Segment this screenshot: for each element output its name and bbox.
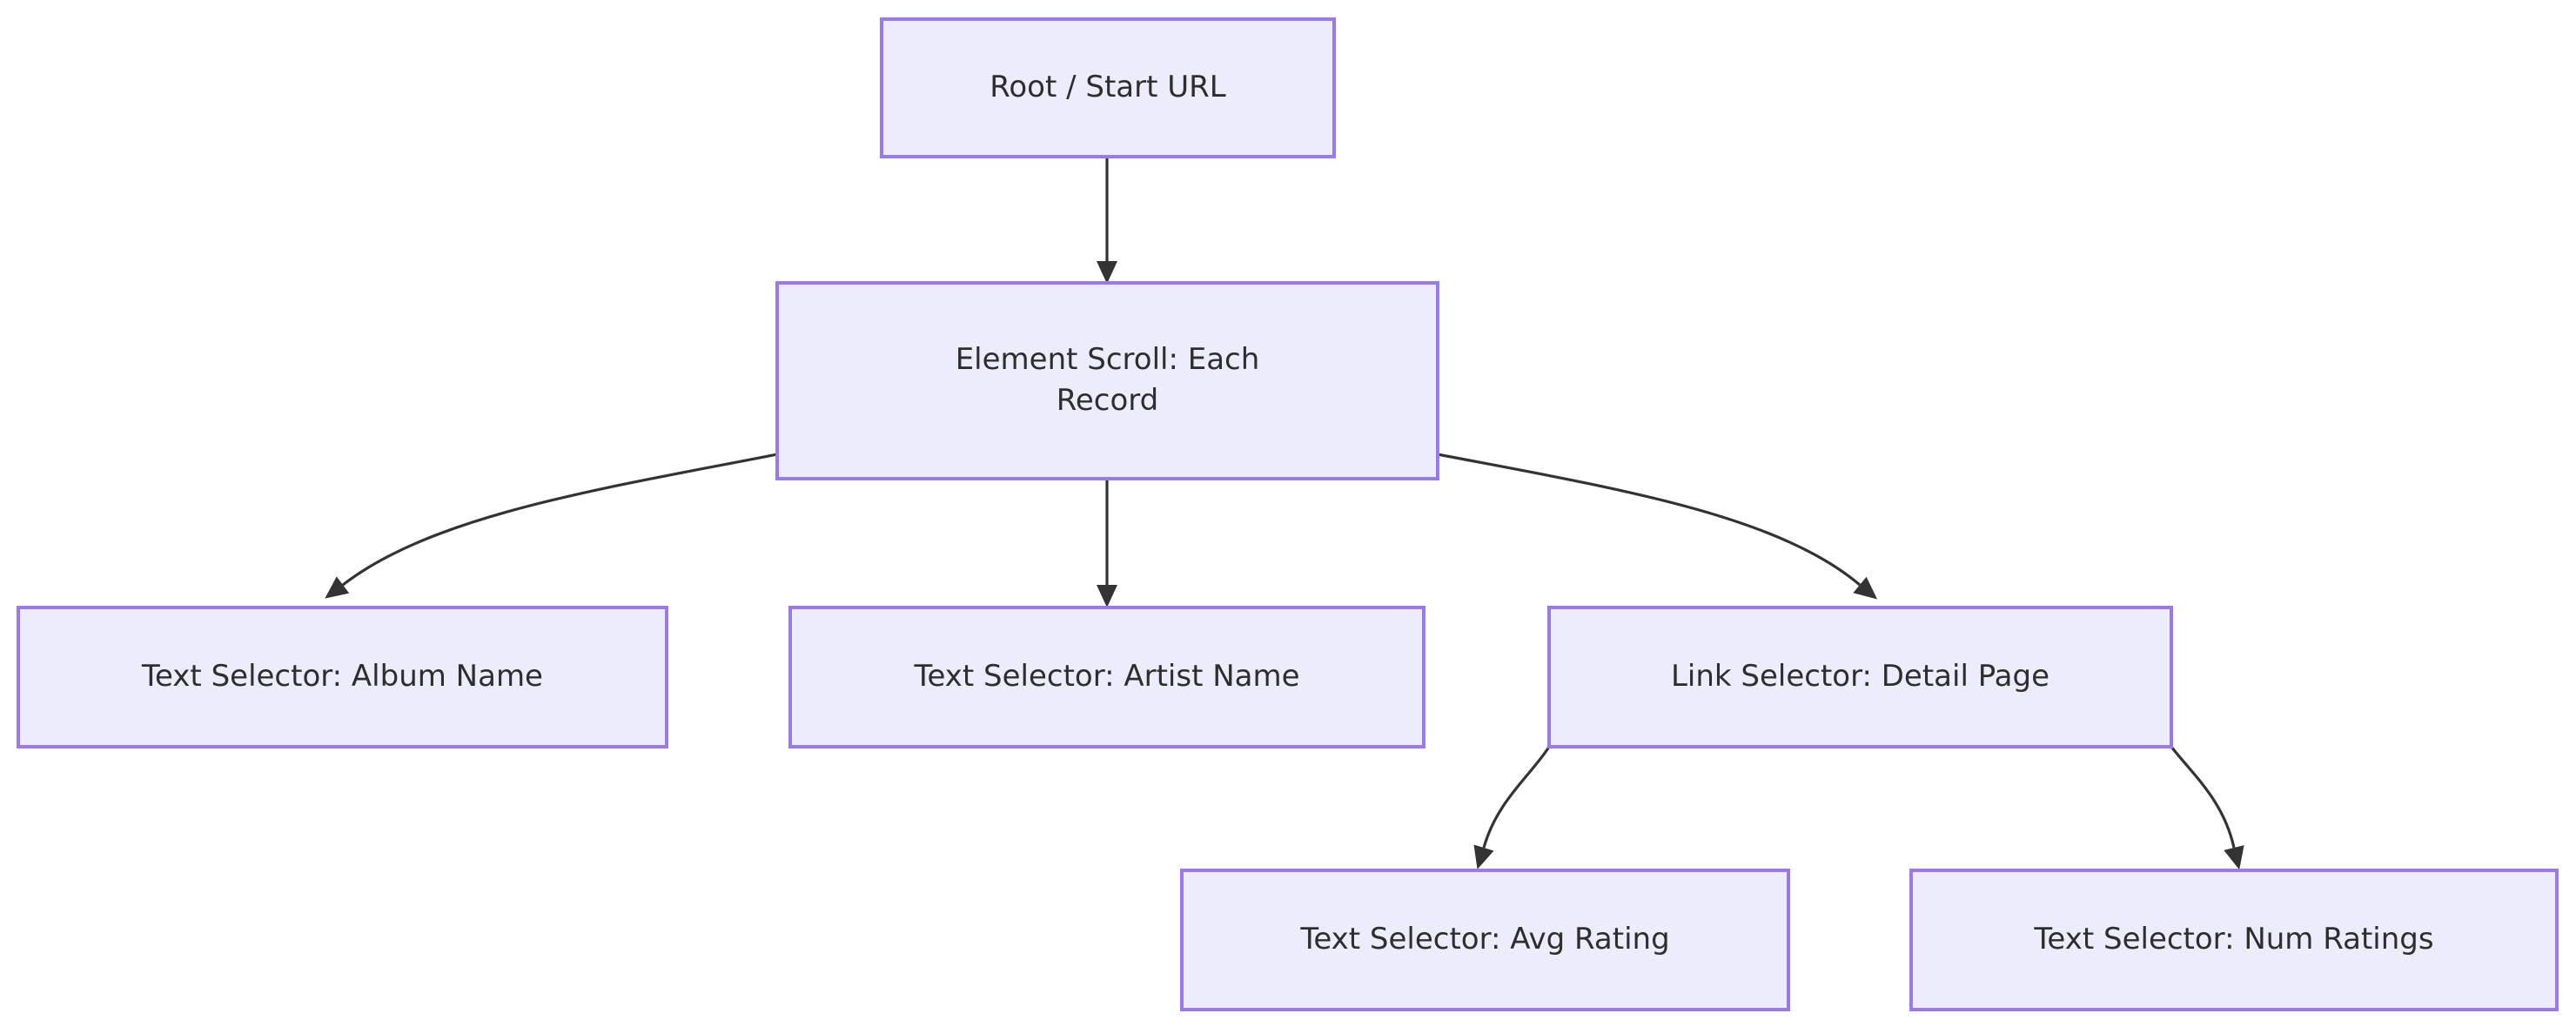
edge-scroll-detail bbox=[1437, 453, 1878, 600]
node-detail[interactable]: Link Selector: Detail Page bbox=[1547, 606, 2173, 748]
node-label-root: Root / Start URL bbox=[989, 70, 1225, 104]
edge-scroll-album bbox=[325, 453, 778, 599]
node-box-avg[interactable] bbox=[1180, 869, 1790, 1011]
edge-detail-avg bbox=[1473, 746, 1551, 869]
node-label-artist: Text Selector: Artist Name bbox=[913, 659, 1299, 694]
arrowhead-icon bbox=[2224, 845, 2244, 870]
node-box-artist[interactable] bbox=[788, 606, 1426, 748]
edge-scroll-artist bbox=[1097, 480, 1117, 607]
node-box-num[interactable] bbox=[1909, 869, 2559, 1011]
node-num[interactable]: Text Selector: Num Ratings bbox=[1909, 869, 2559, 1011]
node-label-num: Text Selector: Num Ratings bbox=[2033, 922, 2433, 957]
node-label-detail: Link Selector: Detail Page bbox=[1671, 659, 2049, 694]
arrowhead-icon bbox=[1097, 585, 1117, 607]
node-avg[interactable]: Text Selector: Avg Rating bbox=[1180, 869, 1790, 1011]
node-box-scroll[interactable] bbox=[775, 281, 1439, 480]
node-artist[interactable]: Text Selector: Artist Name bbox=[788, 606, 1426, 748]
arrowhead-icon bbox=[1853, 576, 1878, 600]
node-box-album[interactable] bbox=[17, 606, 668, 748]
arrowhead-icon bbox=[1097, 261, 1117, 284]
node-box-detail[interactable] bbox=[1547, 606, 2173, 748]
edges-layer bbox=[325, 158, 2244, 870]
node-box-root[interactable] bbox=[880, 17, 1336, 158]
node-label-avg: Text Selector: Avg Rating bbox=[1299, 922, 1669, 957]
node-root[interactable]: Root / Start URL bbox=[880, 17, 1336, 158]
node-label-album: Text Selector: Album Name bbox=[141, 659, 543, 694]
arrowhead-icon bbox=[325, 576, 350, 599]
edge-root-scroll bbox=[1097, 158, 1117, 284]
node-album[interactable]: Text Selector: Album Name bbox=[17, 606, 668, 748]
arrowhead-icon bbox=[1473, 844, 1494, 869]
edge-detail-num bbox=[2170, 746, 2244, 870]
